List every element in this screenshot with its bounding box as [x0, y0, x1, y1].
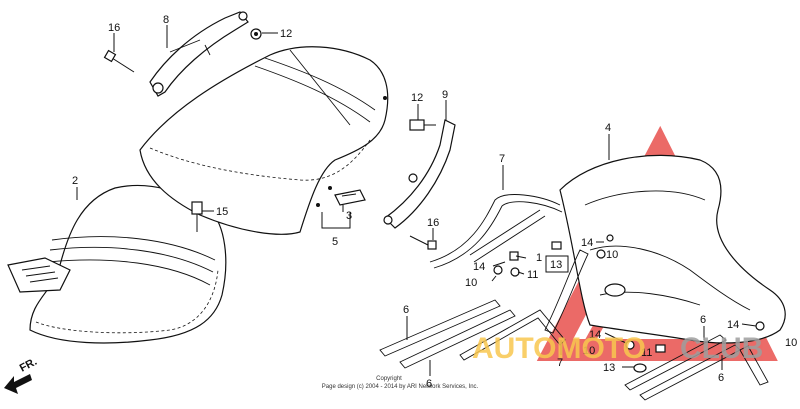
trim-strip-part-6-b: [459, 309, 566, 361]
callout-12: 12: [411, 92, 423, 104]
callout-6: 6: [700, 314, 706, 326]
trim-strip-part-7-b: [544, 249, 589, 334]
callout-15: 15: [216, 206, 228, 218]
bolt-part-12-b: [409, 119, 436, 131]
callout-6: 6: [426, 378, 432, 390]
callout-11: 11: [527, 269, 538, 281]
callout-2: 2: [72, 175, 78, 187]
callout-6: 6: [718, 372, 724, 384]
svg-text:Copyright: Copyright: [376, 376, 402, 382]
callout-labels: 16 8 12 12 9 7 4 2 15 3 5 16 14 10 13 1 …: [72, 14, 797, 390]
copyright-notice: Copyright Page design (c) 2004 - 2014 by…: [322, 376, 479, 390]
callout-13: 13: [603, 362, 615, 374]
front-direction-arrow: FR.: [4, 356, 39, 394]
callout-6: 6: [403, 304, 409, 316]
trim-strip-part-6-a: [379, 299, 516, 369]
grab-handle-part-9: [383, 119, 456, 229]
callout-10: 10: [606, 249, 618, 261]
bolt-part-12-a: [250, 28, 262, 40]
svg-text:CLUB: CLUB: [680, 332, 763, 365]
svg-text:FR.: FR.: [18, 356, 39, 375]
bolt-part-16-a: [103, 49, 135, 73]
callout-11: 11: [641, 347, 652, 359]
svg-text:Page design (c) 2004 - 2014 by: Page design (c) 2004 - 2014 by ARI Netwo…: [322, 384, 479, 390]
callout-16: 16: [108, 22, 120, 34]
callout-13: 13: [550, 259, 562, 271]
callout-8: 8: [163, 14, 169, 26]
trim-strip-part-7-a: [429, 194, 563, 269]
callout-3: 3: [346, 210, 352, 222]
grab-handle-part-8: [149, 11, 249, 97]
rear-seat-part-5: [139, 46, 389, 235]
callout-14: 14: [581, 237, 593, 249]
tail-cowl-part-4: [559, 154, 786, 344]
callout-10: 10: [465, 277, 477, 289]
watermark-text: AUTOMOTO CLUB: [472, 332, 763, 365]
callout-12: 12: [280, 28, 292, 40]
callout-box: [545, 255, 569, 273]
callout-7: 7: [499, 153, 505, 165]
callout-16: 16: [427, 217, 439, 229]
clip-part-3: [334, 189, 366, 206]
callout-14: 14: [473, 261, 485, 273]
hardware-small-parts: [493, 234, 765, 373]
front-seat-part-2: [7, 184, 227, 344]
callout-5: 5: [332, 236, 338, 248]
bolt-part-16-b: [409, 235, 437, 250]
callout-7: 7: [557, 357, 563, 369]
bolt-part-15: [191, 201, 203, 232]
callout-10: 10: [583, 345, 595, 357]
callout-14: 14: [589, 329, 601, 341]
callout-9: 9: [442, 89, 448, 101]
callout-10: 10: [785, 337, 797, 349]
callout-1: 1: [536, 252, 542, 264]
callout-4: 4: [605, 122, 611, 134]
svg-text:AUTOMOTO: AUTOMOTO: [472, 332, 646, 365]
leader-lines: [76, 25, 757, 376]
trim-strip-part-6-d: [739, 345, 769, 386]
callout-14: 14: [727, 319, 739, 331]
